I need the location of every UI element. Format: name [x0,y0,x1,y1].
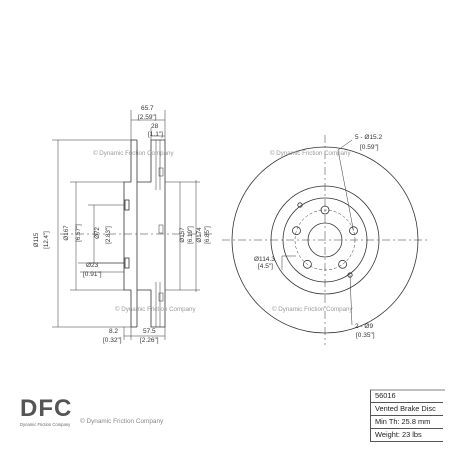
spec-min-thickness: Min Th: 25.8 mm [371,416,443,429]
dim-small-dia: Ø23 [86,262,99,269]
front-centerlines [222,135,428,345]
dim-bolt-circle: Ø114.3 [254,256,275,263]
spec-weight: Weight: 23 lbs [371,429,443,442]
dim-width-total: 65.7 [141,105,154,112]
side-view-profile [123,139,166,328]
side-dimension-lines [52,110,200,340]
watermark-1: © Dynamic Friction Company [93,150,174,157]
dim-width-total-in: [2.59"] [138,114,157,121]
dim-inner-dia: Ø157 [179,227,186,243]
logo-subtitle: Dynamic Friction Company [20,422,71,427]
dim-small-holes: 2 - Ø9 [355,323,373,330]
dim-hat-height-in: [1.1"] [148,131,163,138]
dim-small-dia-in: [0.91"] [83,271,102,278]
dim-thickness: 57.5 [143,328,156,335]
dim-offset-in: [0.32"] [103,337,122,344]
watermark-3: © Dynamic Friction Company [115,306,196,313]
dim-inner-dia-in: [6.19"] [187,226,194,244]
dim-inner-dia2-in: [6.85"] [204,226,211,244]
dim-stud-holes-in: [0.59"] [360,144,379,151]
dim-thickness-in: [2.26"] [140,337,159,344]
spec-type: Vented Brake Disc [371,403,443,416]
dim-stud-holes: 5 - Ø15.2 [355,134,382,141]
spec-part-number: 56016 [371,390,443,403]
dim-offset: 8.2 [109,328,118,335]
dim-center-bore-in: [2.83"] [105,226,112,244]
dim-outer-dia: Ø115 [33,232,40,247]
logo-mark: DFC [20,395,73,422]
footer-watermark: © Dynamic Friction Company [80,418,164,425]
dim-inner-dia2: Ø174 [196,227,203,243]
dim-hat-dia: Ø167 [63,225,70,241]
dim-small-holes-in: [0.35"] [356,332,375,339]
dfc-logo: DFC Dynamic Friction Company [20,395,78,428]
dim-hat-height: 28 [151,123,159,130]
dim-outer-dia-in: [12.4"] [43,231,50,249]
front-leader-lines [281,139,354,326]
dim-bolt-circle-in: [4.5"] [258,263,273,270]
spec-box: 56016 Vented Brake Disc Min Th: 25.8 mm … [370,390,443,442]
watermark-2: © Dynamic Friction Company [270,150,351,157]
dim-center-bore: Ø72 [94,227,101,239]
dim-hat-dia-in: [6.57"] [75,224,82,242]
watermark-4: © Dynamic Friction Company [272,306,353,313]
